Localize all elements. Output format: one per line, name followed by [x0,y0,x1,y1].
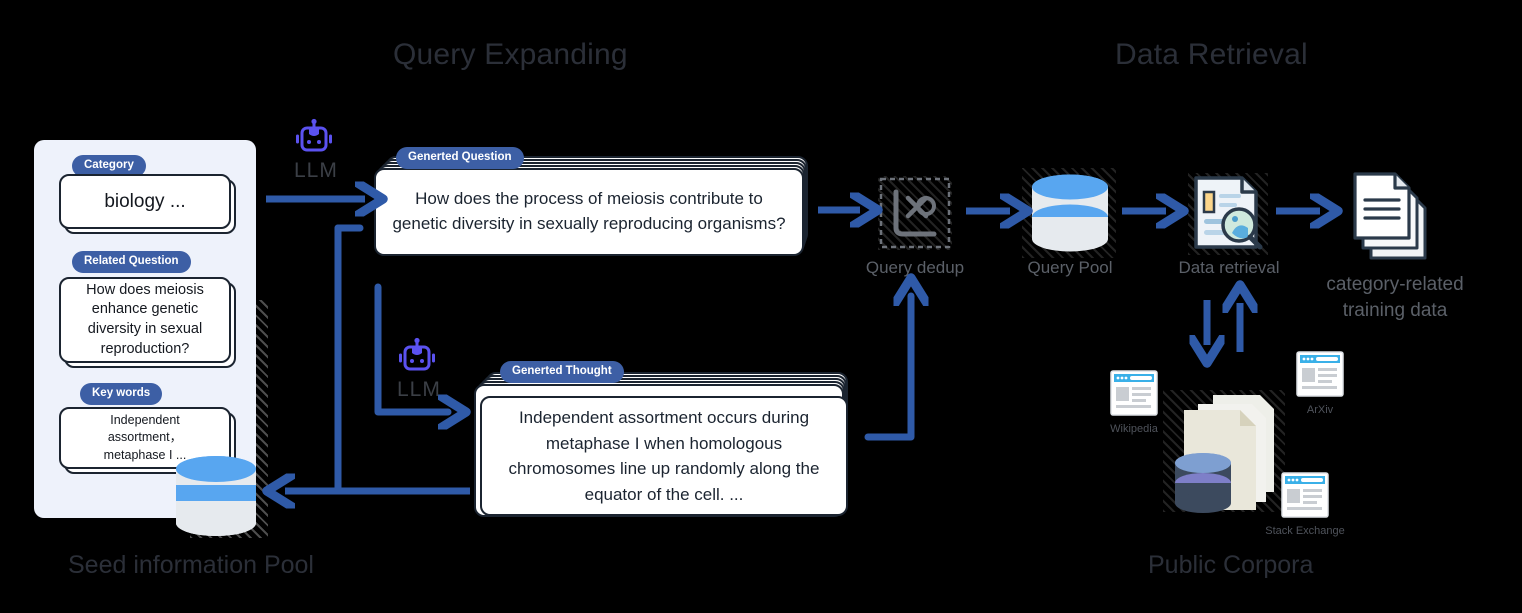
section-footer-public-corpora: Public Corpora [1148,551,1314,579]
seed-card-key-words: Key words [80,383,163,405]
output-label-line1: category-related [1326,274,1464,295]
browser-window-icon [1281,472,1350,523]
robot-icon [397,337,441,380]
documents-and-database-icon [1168,390,1288,520]
arrow-thought-to-dedup [864,296,911,441]
generated-thought-text: Independent assortment occurs during met… [508,408,820,504]
llm-block-bottom: LLM [397,337,441,402]
section-title-query-expanding: Query Expanding [393,38,628,71]
section-footer-seed-information-pool: Seed information Pool [68,551,314,579]
database-cylinder-icon [174,455,258,542]
output-label-line2: training data [1342,299,1448,321]
generated-thought-card[interactable]: Independent assortment occurs during met… [472,372,854,517]
generated-thought-sheet: Independent assortment occurs during met… [480,396,848,516]
database-cylinder-icon [1030,173,1110,258]
seed-card-category: Category [72,155,146,177]
generated-question-text: How does the process of meiosis contribu… [392,189,786,233]
query-pool-icon-wrap [1022,168,1116,258]
pipeline-label-query-pool: Query Pool [1027,258,1113,277]
llm-label-top: LLM [294,159,338,182]
corpus-label-wikipedia: Wikipedia [1110,423,1158,435]
corpus-label-stack-exchange: Stack Exchange [1265,525,1345,537]
llm-label-bottom: LLM [397,378,441,401]
generated-thought-badge: Generted Thought [500,361,624,383]
seed-card-key-words-text: Independent assortment，metaphase I ... [103,412,187,462]
generated-question-badge: Generted Question [396,147,524,169]
corpus-arxiv: ArXiv [1296,351,1344,416]
seed-card-category-body[interactable]: biology ... [59,174,236,234]
seed-card-category-badge: Category [72,155,146,177]
generated-thought-badge-wrap: Generted Thought [500,361,624,383]
corpus-wikipedia: Wikipedia [1110,370,1158,435]
seed-card-key-words-badge: Key words [80,383,163,405]
document-magnifier-icon [1188,173,1268,255]
robot-icon [294,118,338,161]
corpus-label-arxiv: ArXiv [1306,404,1334,416]
seed-card-related-question-body[interactable]: How does meiosis enhance genetic diversi… [59,277,236,368]
generated-question-badge-wrap: Generted Question [396,147,524,169]
pipeline-label-query-dedup: Query dedup [865,258,965,277]
seed-card-related-question: Related Question [72,251,191,273]
generated-question-sheet: How does the process of meiosis contribu… [374,168,804,256]
pipeline-label-data-retrieval: Data retrieval [1178,258,1280,277]
seed-card-related-question-badge: Related Question [72,251,191,273]
section-title-data-retrieval: Data Retrieval [1115,38,1308,71]
browser-window-icon [1110,370,1158,421]
seed-card-category-text: biology ... [104,190,186,212]
generated-question-card[interactable]: How does the process of meiosis contribu… [374,156,808,256]
seed-card-related-question-text: How does meiosis enhance genetic diversi… [86,281,204,357]
browser-window-icon [1296,351,1344,402]
corpus-stack-exchange: Stack Exchange [1265,472,1350,537]
llm-block-top: LLM [294,118,338,183]
dedup-box-icon [878,176,952,250]
output-label-training-data: category-related training data [1300,272,1490,323]
document-stack-icon [1345,168,1437,269]
